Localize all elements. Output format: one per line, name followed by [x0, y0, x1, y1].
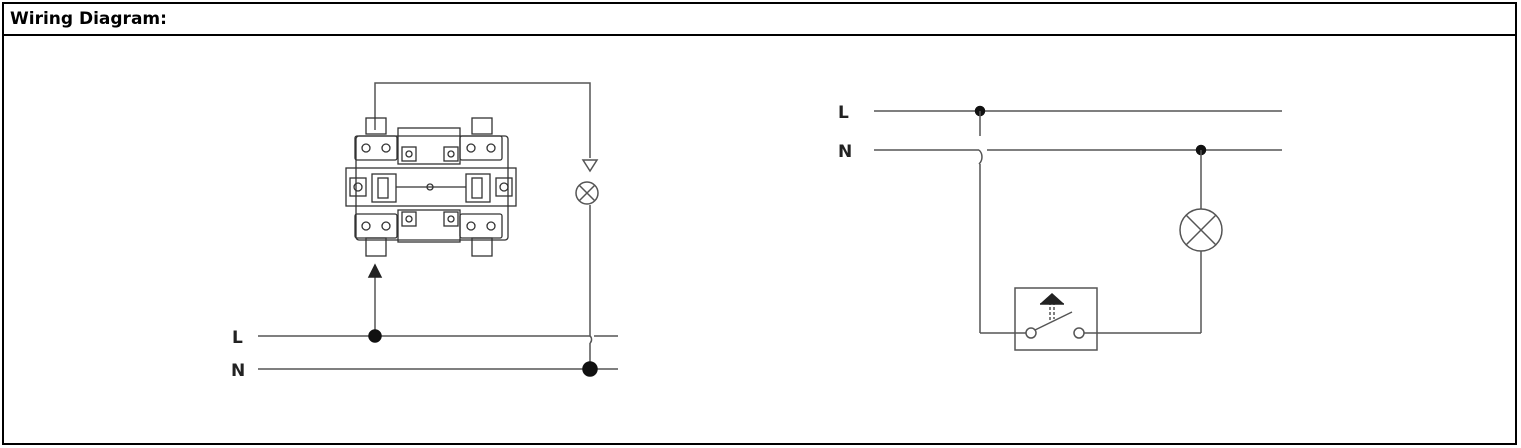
left-line-crossover	[589, 335, 593, 344]
left-junction-n	[582, 361, 598, 377]
right-label-n: N	[838, 142, 852, 162]
switch-module-icon	[345, 117, 517, 257]
pushbutton-switch-icon	[1014, 287, 1098, 351]
page-title: Wiring Diagram:	[10, 9, 167, 29]
header-bar: Wiring Diagram:	[4, 4, 1515, 36]
right-wiring-diagram	[874, 105, 1282, 351]
left-junction-l	[368, 329, 382, 343]
lamp-arrow-icon	[581, 159, 599, 173]
left-label-n: N	[231, 361, 245, 381]
left-switched-wire	[374, 82, 591, 158]
left-wiring-diagram	[258, 82, 618, 377]
right-line-crossover	[978, 149, 983, 165]
left-label-l: L	[232, 328, 243, 348]
right-label-l: L	[838, 103, 849, 123]
feed-arrow-icon	[367, 263, 383, 278]
